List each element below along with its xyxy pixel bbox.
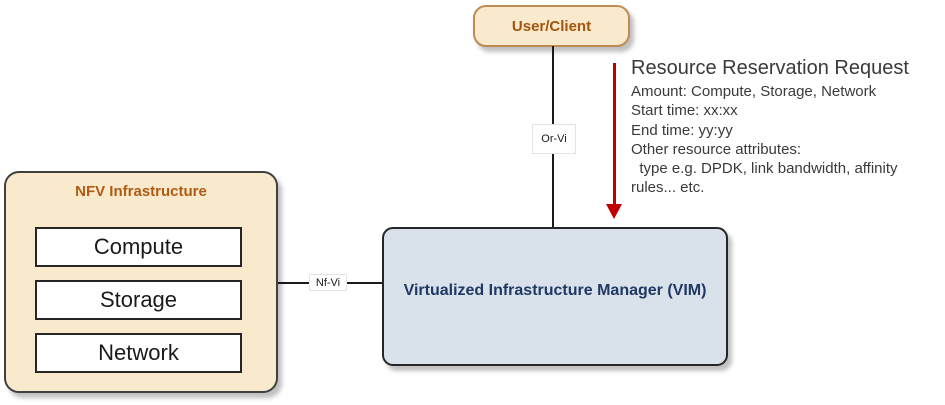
nfv-infrastructure-title: NFV Infrastructure [75,183,207,200]
storage-label: Storage [99,287,178,312]
vim-label: Virtualized Infrastructure Manager (VIM) [403,281,707,299]
user-client-node: User/Client [473,5,630,47]
annotation-line-other-attrs: Other resource attributes: [631,140,802,158]
vim-node: Virtualized Infrastructure Manager (VIM) [382,227,728,366]
compute-node: Compute [35,227,242,267]
storage-node: Storage [35,280,242,320]
resource-reservation-annotation: Resource Reservation Request Amount: Com… [631,55,943,198]
or-vi-label-text: Or-Vi [541,133,567,145]
network-node: Network [35,333,242,373]
nfv-infrastructure-node: NFV Infrastructure Compute Storage Netwo… [4,171,278,393]
annotation-title: Resource Reservation Request [631,57,909,79]
annotation-line-amount: Amount: Compute, Storage, Network [631,83,877,100]
annotation-line-start-time: Start time: xx:xx [631,102,738,120]
network-label: Network [98,340,179,365]
or-vi-label: Or-Vi [532,124,576,154]
annotation-line-end-time: End time: yy:yy [631,121,733,139]
resource-request-arrow-line [613,63,616,205]
compute-label: Compute [93,234,184,259]
user-client-label: User/Client [511,17,592,35]
resource-request-arrow-head-icon [606,204,622,219]
nf-vi-label-text: Nf-Vi [315,276,341,289]
annotation-line-type: type e.g. DPDK, link bandwidth, affinity [631,160,898,178]
annotation-line-rules: rules... etc. [631,179,705,197]
nf-vi-label: Nf-Vi [309,274,347,291]
